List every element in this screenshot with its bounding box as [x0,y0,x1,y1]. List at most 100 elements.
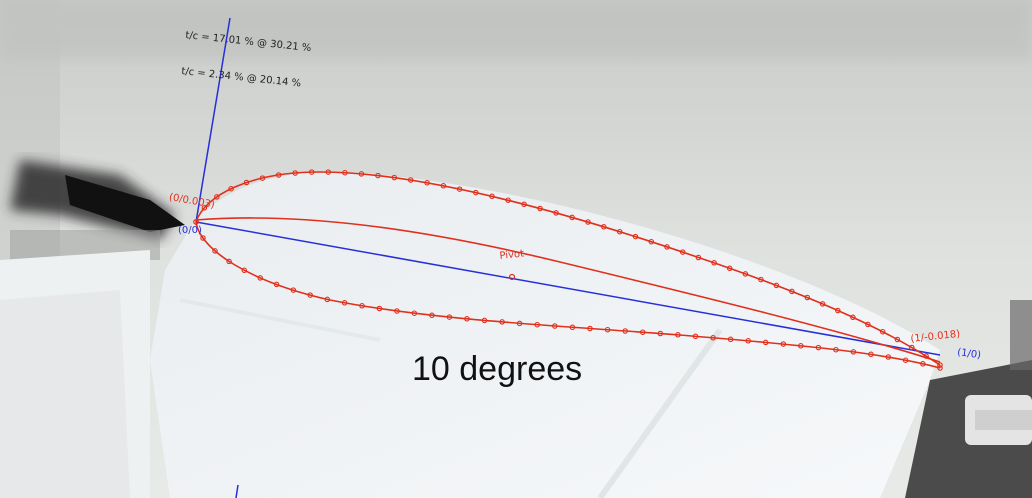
airfoil-point-marker [850,314,856,321]
airfoil-point-marker [273,281,280,288]
airfoil-point-marker [341,300,348,306]
airfoil-point-marker [909,344,915,351]
airfoil-point-marker [762,339,769,346]
airfoil-point-marker [920,361,926,367]
angle-caption: 10 degrees [412,350,583,388]
chord-line [195,221,941,356]
airfoil-point-marker [727,336,734,343]
airfoil-point-marker [664,244,670,250]
airfoil-point-marker [569,324,576,331]
airfoil-point-marker [780,341,787,347]
airfoil-point-marker [553,210,559,216]
airfoil-point-marker [424,180,430,186]
airfoil-point-marker [632,233,639,240]
airfoil-point-marker [657,330,664,337]
airfoil-point-marker [758,276,764,283]
airfoil-point-marker [446,314,453,320]
airfoil-point-marker [516,320,523,327]
airfoil-point-marker [789,288,795,295]
airfoil-point-marker [243,179,250,186]
airfoil-point-marker [358,171,365,177]
upper-shadow [0,0,1032,60]
camber-line [195,217,941,363]
airfoil-point-marker [473,189,479,196]
airfoil-point-marker [481,317,488,324]
airfoil-point-marker [375,172,381,179]
airfoil-point-marker [391,174,398,181]
airfoil-point-marker [275,172,282,178]
airfoil-point-marker [622,328,628,334]
airfoil-point-marker [552,323,558,329]
right-edge-post [1010,300,1032,370]
airfoil-point-marker [411,310,418,316]
airfoil-point-marker [923,353,929,359]
airfoil-point-marker [865,321,871,328]
floor-panel-shadow [0,290,130,498]
airfoil-point-marker [394,308,400,314]
airfoil-point-marker [937,362,943,368]
wing-mount [65,175,185,232]
airfoil-point-marker [499,319,505,325]
wing-crease [597,328,723,498]
airfoil-point-marker [307,292,313,298]
airfoil-point-marker [692,333,699,340]
airfoil-point-marker [257,275,263,281]
airfoil-point-marker [894,336,901,343]
airfoil-point-marker [292,170,298,176]
airfoil-point-marker [228,185,234,192]
airfoil-point-marker [587,325,593,332]
leading-edge-blue-label: (0/0) [178,225,202,236]
airfoil-point-marker [710,335,716,341]
airfoil-point-marker [342,169,348,176]
airfoil-point-marker [407,177,414,183]
airfoil-point-marker [456,186,463,192]
airfoil-point-marker [464,316,470,322]
airfoil-point-marker [604,326,611,333]
airfoil-point-marker [308,169,315,175]
airfoil-point-marker [726,265,733,272]
airfoil-point-marker [359,303,365,309]
airfoil-point-marker [376,305,383,312]
airfoil-point-markers [193,169,943,371]
airfoil-point-marker [214,194,220,200]
airfoil-point-marker [200,235,206,241]
airfoil-point-marker [798,343,804,349]
wing-highlight [179,298,381,342]
airfoil-point-marker [648,238,655,245]
airfoil-point-marker [679,249,686,255]
airfoil-point-marker [868,351,874,358]
airfoil-point-marker [773,282,780,289]
airfoil-upper-surface [195,171,941,366]
vertical-axis-stub [235,484,239,498]
airfoil-point-marker [226,258,232,265]
airfoil-point-marker [201,205,208,211]
airfoil-point-marker [534,321,540,328]
airfoil-point-marker [521,201,527,208]
airfoil-point-marker [695,254,702,261]
airfoil-point-marker [489,193,495,200]
airfoil-point-marker [259,175,266,181]
airfoil-point-marker [290,287,297,293]
airfoil-point-marker [937,365,943,371]
airfoil-point-marker [429,312,435,319]
airfoil-point-marker [585,219,591,225]
airfoil-point-marker [639,329,646,335]
airfoil-point-marker [879,328,886,335]
equipment-panel [975,410,1032,430]
airfoil-point-marker [675,332,681,338]
airfoil-point-marker [835,307,841,314]
airfoil-point-marker [537,205,543,212]
airfoil-point-marker [325,169,332,175]
airfoil-point-marker [833,346,839,353]
pivot-point [508,273,516,281]
airfoil-point-marker [440,183,447,189]
airfoil-point-marker [193,219,199,225]
wing-body [150,171,940,498]
airfoil-point-marker [742,271,749,277]
airfoil-point-marker [569,214,575,221]
airfoil-point-marker [804,294,811,301]
airfoil-point-marker [324,296,331,303]
airfoil-point-marker [815,344,822,351]
